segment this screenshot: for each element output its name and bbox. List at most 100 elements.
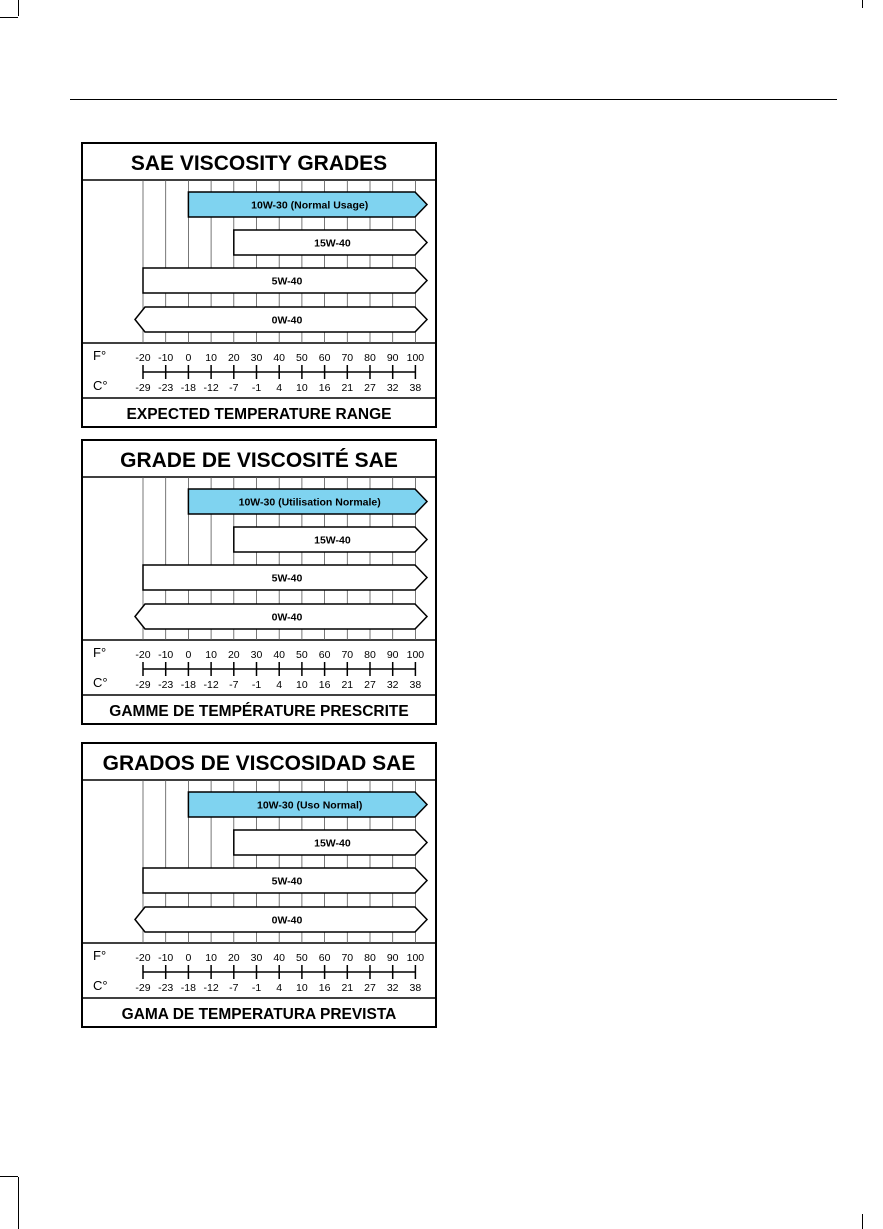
celsius-tick-label: 4 <box>276 382 282 394</box>
grade-bar-label: 5W-40 <box>272 276 303 288</box>
chart-title: GRADOS DE VISCOSIDAD SAE <box>103 752 416 775</box>
fahrenheit-tick-label: 100 <box>407 352 425 364</box>
grade-bar <box>142 267 429 294</box>
grade-bar-label: 5W-40 <box>272 573 303 585</box>
celsius-tick-label: 27 <box>364 679 376 691</box>
crop-mark-bottom-left-v <box>18 1177 19 1229</box>
fahrenheit-tick-label: 50 <box>296 352 308 364</box>
grade-bar-label: 10W-30 (Uso Normal) <box>257 800 362 812</box>
grade-bar <box>187 488 429 515</box>
celsius-tick-label: -18 <box>181 982 196 994</box>
fahrenheit-tick-label: 90 <box>387 352 399 364</box>
celsius-tick-label: -23 <box>158 679 173 691</box>
grade-bar-label: 15W-40 <box>314 838 351 850</box>
fahrenheit-tick-label: 70 <box>341 649 353 661</box>
grade-bar-label: 10W-30 (Utilisation Normale) <box>239 497 381 509</box>
celsius-tick-label: -29 <box>135 982 150 994</box>
celsius-tick-label: 21 <box>341 679 353 691</box>
grade-bar <box>142 564 429 591</box>
fahrenheit-tick-label: 60 <box>319 649 331 661</box>
celsius-tick-label: 10 <box>296 679 308 691</box>
fahrenheit-tick-label: 60 <box>319 952 331 964</box>
fahrenheit-tick-label: 80 <box>364 649 376 661</box>
celsius-tick-label: 4 <box>276 982 282 994</box>
celsius-tick-label: -29 <box>135 382 150 394</box>
celsius-tick-label: 38 <box>410 679 422 691</box>
celsius-tick-label: -1 <box>252 679 261 691</box>
celsius-unit-label: C° <box>93 378 108 393</box>
fahrenheit-tick-label: 50 <box>296 952 308 964</box>
crop-mark-top-left-v <box>18 0 19 16</box>
celsius-tick-label: -23 <box>158 982 173 994</box>
celsius-tick-label: -18 <box>181 382 196 394</box>
fahrenheit-tick-label: -20 <box>135 649 150 661</box>
celsius-tick-label: 16 <box>319 982 331 994</box>
fahrenheit-tick-label: 90 <box>387 649 399 661</box>
celsius-tick-label: 32 <box>387 982 399 994</box>
celsius-tick-label: 16 <box>319 382 331 394</box>
fahrenheit-tick-label: 20 <box>228 952 240 964</box>
crop-mark-bottom-left-h <box>0 1176 18 1177</box>
fahrenheit-tick-label: -10 <box>158 352 173 364</box>
grade-bar <box>142 867 429 894</box>
grade-bar-label: 0W-40 <box>272 612 303 624</box>
grade-bar <box>233 229 429 256</box>
celsius-tick-label: -29 <box>135 679 150 691</box>
celsius-tick-label: 32 <box>387 679 399 691</box>
chart-svg: GRADE DE VISCOSITÉ SAE 10W-30 (Utilisatio… <box>81 439 437 725</box>
grade-bar-label: 5W-40 <box>272 876 303 888</box>
chart-title: SAE VISCOSITY GRADES <box>131 152 387 175</box>
fahrenheit-unit-label: F° <box>93 348 106 363</box>
celsius-tick-label: 38 <box>410 982 422 994</box>
grade-bar <box>134 306 429 333</box>
grade-bar <box>233 829 429 856</box>
chart-svg: GRADOS DE VISCOSIDAD SAE 10W-30 (Uso Norm… <box>81 742 437 1028</box>
fahrenheit-tick-label: 30 <box>251 649 263 661</box>
celsius-tick-label: -1 <box>252 382 261 394</box>
fahrenheit-tick-label: 40 <box>273 952 285 964</box>
viscosity-chart-french: GRADE DE VISCOSITÉ SAE 10W-30 (Utilisatio… <box>81 439 437 725</box>
celsius-tick-label: -7 <box>229 679 238 691</box>
celsius-tick-label: 27 <box>364 982 376 994</box>
fahrenheit-tick-label: 10 <box>205 649 217 661</box>
fahrenheit-tick-label: 10 <box>205 952 217 964</box>
celsius-tick-label: 10 <box>296 982 308 994</box>
fahrenheit-unit-label: F° <box>93 645 106 660</box>
viscosity-chart-english: SAE VISCOSITY GRADES 10W-30 (Normal Usage… <box>81 142 437 428</box>
fahrenheit-tick-label: -10 <box>158 952 173 964</box>
celsius-tick-label: -18 <box>181 679 196 691</box>
chart-footer: GAMA DE TEMPERATURA PREVISTA <box>122 1006 397 1023</box>
celsius-tick-label: 27 <box>364 382 376 394</box>
grade-bar-label: 15W-40 <box>314 238 351 250</box>
chart-footer: GAMME DE TEMPÉRATURE PRESCRITE <box>109 703 408 720</box>
celsius-tick-label: -12 <box>204 679 219 691</box>
fahrenheit-tick-label: 20 <box>228 352 240 364</box>
celsius-tick-label: 16 <box>319 679 331 691</box>
celsius-unit-label: C° <box>93 675 108 690</box>
fahrenheit-tick-label: -20 <box>135 352 150 364</box>
celsius-tick-label: -7 <box>229 982 238 994</box>
crop-mark-top-right <box>862 0 863 8</box>
fahrenheit-tick-label: 0 <box>185 952 191 964</box>
crop-mark-top-left-h <box>0 17 18 18</box>
fahrenheit-unit-label: F° <box>93 948 106 963</box>
grade-bar <box>134 906 429 933</box>
grade-bar <box>233 526 429 553</box>
celsius-tick-label: 21 <box>341 982 353 994</box>
chart-footer: EXPECTED TEMPERATURE RANGE <box>127 406 392 423</box>
fahrenheit-tick-label: 0 <box>185 352 191 364</box>
grade-bar-label: 0W-40 <box>272 315 303 327</box>
fahrenheit-tick-label: 60 <box>319 352 331 364</box>
fahrenheit-tick-label: 10 <box>205 352 217 364</box>
celsius-tick-label: 21 <box>341 382 353 394</box>
fahrenheit-tick-label: 40 <box>273 649 285 661</box>
chart-title: GRADE DE VISCOSITÉ SAE <box>120 449 398 472</box>
fahrenheit-tick-label: 0 <box>185 649 191 661</box>
grade-bar <box>187 191 429 218</box>
fahrenheit-tick-label: 20 <box>228 649 240 661</box>
celsius-tick-label: 4 <box>276 679 282 691</box>
fahrenheit-tick-label: 100 <box>407 952 425 964</box>
grade-bar-label: 10W-30 (Normal Usage) <box>251 200 368 212</box>
fahrenheit-tick-label: -20 <box>135 952 150 964</box>
viscosity-chart-spanish: GRADOS DE VISCOSIDAD SAE 10W-30 (Uso Norm… <box>81 742 437 1028</box>
